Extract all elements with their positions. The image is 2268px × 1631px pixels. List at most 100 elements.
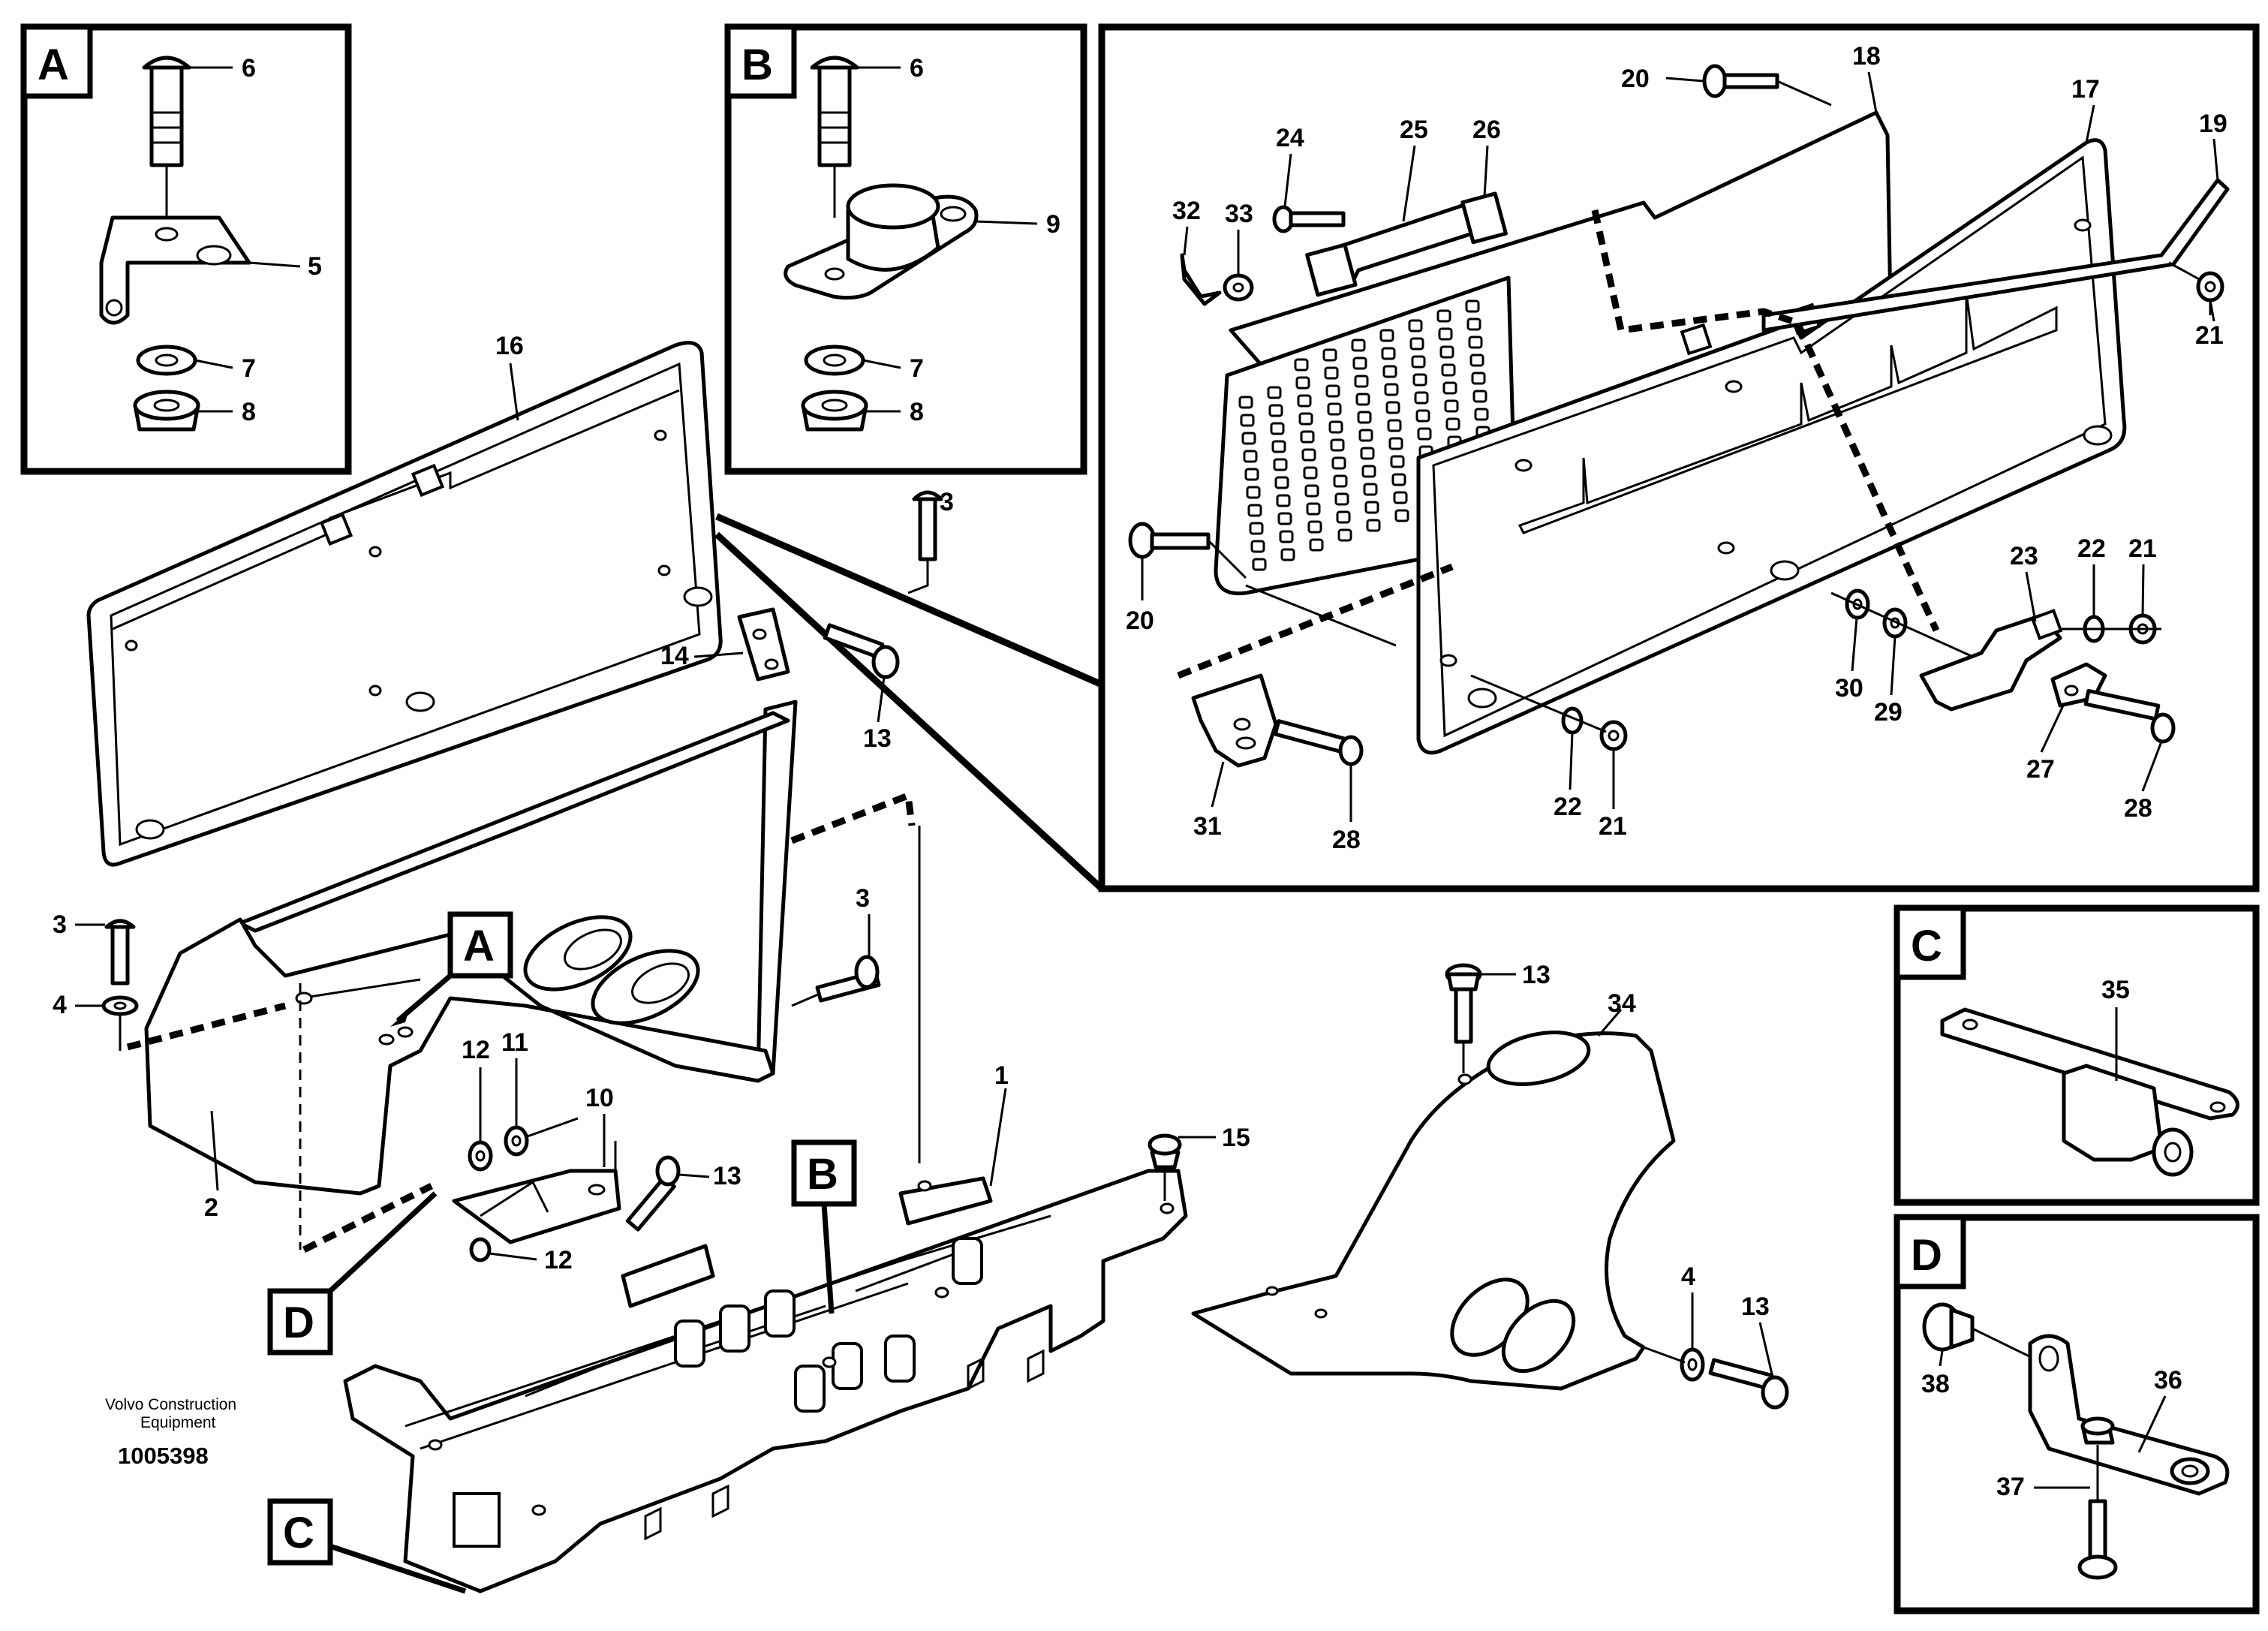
inset-b-tag: B	[741, 41, 773, 89]
nut-8-b	[801, 390, 868, 432]
callout-4-right: 4	[1681, 1262, 1695, 1291]
grille-cell	[1393, 491, 1408, 504]
grille-cell	[1337, 528, 1352, 542]
grille-cell	[1391, 473, 1406, 486]
bolt-3-right	[791, 955, 881, 1007]
main-assembly: A B C D 16 3 14 13 3 4 3	[53, 332, 1789, 1594]
grille-cell	[1247, 504, 1262, 517]
grille-cell	[1351, 339, 1366, 352]
grille-cell	[1390, 455, 1405, 468]
callout-21-right: 21	[2128, 534, 2157, 563]
bolt-6-b	[810, 56, 859, 218]
bolt-20-top	[1702, 64, 1832, 107]
bolt-37	[2077, 1445, 2118, 1580]
cover-2	[144, 917, 775, 1196]
grille-cell	[1382, 365, 1397, 378]
callout-22-lower: 22	[1554, 793, 1582, 821]
bolt-13-hinge	[823, 623, 900, 679]
grille-cell	[1469, 354, 1484, 367]
nut-21-lower	[1599, 720, 1628, 751]
callout-11: 11	[501, 1028, 528, 1057]
callout-37: 37	[1996, 1473, 2025, 1501]
callout-7-b: 7	[910, 354, 924, 383]
callout-35: 35	[2101, 976, 2130, 1004]
callout-20-left: 20	[1126, 606, 1154, 635]
grille-cell	[1465, 299, 1480, 313]
document-number: 1005398	[118, 1443, 209, 1469]
inset-c: C 35	[1894, 904, 2260, 1206]
callout-12-bottom: 12	[544, 1246, 573, 1274]
clip-32	[1180, 253, 1222, 306]
washer-11	[504, 1125, 529, 1157]
grille-cell	[1352, 357, 1367, 370]
grille-cell	[1360, 447, 1375, 460]
callout-17: 17	[2071, 75, 2100, 104]
grille-cell	[1301, 448, 1316, 462]
nut-21-top	[2196, 271, 2224, 302]
callout-19: 19	[2199, 110, 2227, 138]
grille-cell	[1441, 363, 1456, 377]
grille-cell	[1474, 408, 1489, 421]
mount-9	[784, 183, 979, 300]
svg-text:C: C	[283, 1509, 314, 1557]
bracket-23	[1919, 609, 2063, 712]
grille-cell	[1394, 509, 1409, 522]
washer-7-a	[136, 345, 197, 376]
callout-15: 15	[1222, 1124, 1250, 1152]
bolt-13-cover	[1445, 963, 1482, 1073]
grille-cell	[1439, 345, 1454, 359]
frame-arm	[238, 700, 798, 1083]
callout-13-mid: 13	[713, 1162, 741, 1190]
grille-cell	[1417, 427, 1432, 441]
grille-cell	[1384, 383, 1399, 396]
frame-1	[343, 1088, 1188, 1593]
washer-4-right	[1680, 1347, 1705, 1382]
callout-13-hinge: 13	[863, 724, 892, 753]
grille-cell	[1472, 390, 1487, 403]
grille-cell	[1409, 337, 1424, 351]
bolt-24	[1272, 205, 1346, 233]
grille-cell	[1246, 486, 1261, 499]
callout-8: 8	[242, 398, 256, 426]
bracket-5	[99, 215, 251, 325]
callout-3-right: 3	[856, 884, 870, 913]
handle-25	[1305, 191, 1508, 297]
plug-38	[1922, 1302, 1975, 1352]
grille-cell	[1408, 319, 1423, 333]
fan-openings	[523, 915, 700, 1025]
grille-cell	[1303, 466, 1318, 480]
grille-cell	[1438, 327, 1453, 341]
inset-d: D 36 37 38	[1894, 1214, 2260, 1614]
detail-panel-assembly: 18 17 19 21 20 24 25 26 32 33 20 31 28 2…	[1098, 23, 2260, 892]
bracket-31	[1191, 673, 1278, 768]
grille-cell	[1252, 558, 1267, 571]
callout-24: 24	[1276, 124, 1304, 152]
callout-34: 34	[1608, 989, 1636, 1018]
callout-8-b: 8	[910, 398, 924, 426]
callout-1: 1	[994, 1061, 1009, 1090]
svg-text:D: D	[283, 1298, 314, 1347]
grille-cell	[1307, 520, 1322, 534]
grille-cell	[1336, 510, 1351, 524]
grille-cell	[1361, 465, 1376, 478]
grille-cell	[1268, 404, 1283, 417]
grille-cell	[1322, 348, 1337, 362]
callout-26: 26	[1472, 116, 1501, 144]
inset-d-tag: D	[1911, 1231, 1942, 1280]
grille-cell	[1358, 429, 1373, 442]
callout-16: 16	[495, 332, 524, 360]
grille-cell	[1250, 540, 1265, 553]
inset-b: B 6 9 7 8	[724, 23, 1087, 475]
grille-cell	[1267, 386, 1282, 399]
callout-21-top: 21	[2195, 321, 2224, 350]
bracket-35	[1940, 1007, 2239, 1177]
grille-cell	[1294, 358, 1309, 372]
grille-cell	[1244, 468, 1259, 481]
grille-cell	[1274, 476, 1289, 489]
callout-29: 29	[1874, 698, 1903, 727]
grille-cell	[1364, 501, 1379, 514]
callout-28-right: 28	[2124, 794, 2152, 823]
grille-cell	[1309, 538, 1324, 552]
grille-cell	[1324, 366, 1339, 380]
bracket-27	[2050, 662, 2107, 708]
